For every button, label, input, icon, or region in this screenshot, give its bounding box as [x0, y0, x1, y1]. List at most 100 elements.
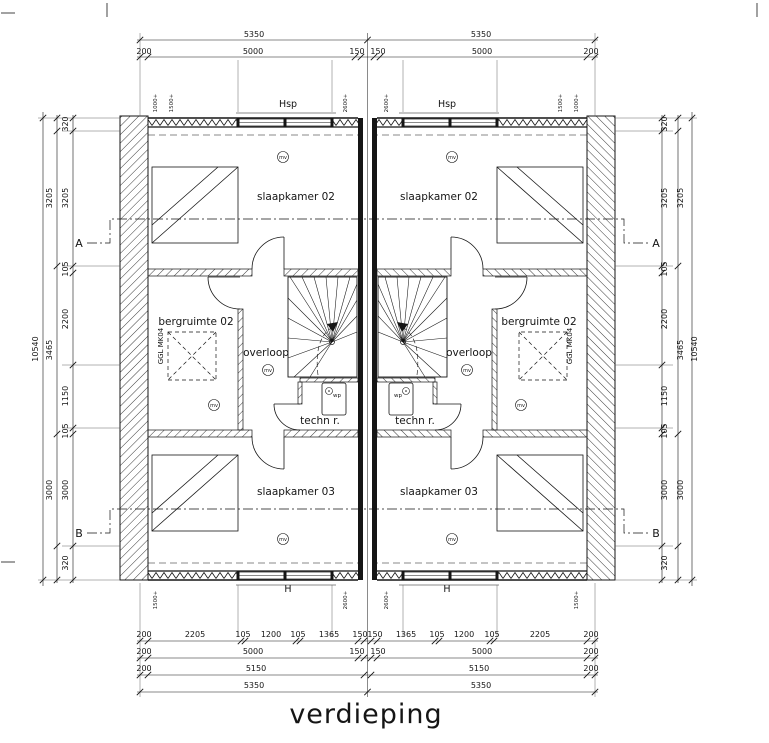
height-label: 1500+ — [558, 93, 564, 112]
dim-label: 3000 — [660, 480, 669, 500]
hsp-label-left: Hsp — [279, 99, 297, 110]
room-label-slaapkamer02-right: slaapkamer 02 — [400, 191, 478, 203]
section-marker-a-right: A — [652, 237, 660, 250]
dim-labels-right: 320 3205 105 2200 1150 105 3000 320 3205… — [660, 116, 699, 570]
dim-label: 320 — [660, 116, 669, 131]
dim-label: 1365 — [396, 630, 416, 639]
room-label-techn-right: techn r. — [395, 415, 435, 427]
dim-label: 1150 — [61, 386, 70, 406]
mv-label: mv — [448, 155, 456, 161]
dim-label: 3000 — [676, 480, 685, 500]
mv-symbol-icon — [446, 533, 458, 545]
dim-label: 150 — [367, 630, 382, 639]
mv-label: mv — [279, 155, 287, 161]
dim-label: 105 — [429, 630, 444, 639]
dim-label: 1200 — [454, 630, 474, 639]
dim-label: 320 — [61, 116, 70, 131]
dim-label: 150 — [349, 647, 364, 656]
dim-label: 105 — [660, 423, 669, 438]
dim-label: 200 — [136, 47, 151, 56]
section-marker-b-right: B — [652, 527, 660, 540]
dim-label: 3000 — [45, 480, 54, 500]
hsp-label-right: Hsp — [438, 99, 456, 110]
dim-label: 3205 — [61, 188, 70, 208]
mv-label: mv — [264, 368, 272, 374]
dim-label: 105 — [484, 630, 499, 639]
dim-label: 3465 — [676, 340, 685, 360]
room-label-bergruimte-right: bergruimte 02 — [501, 316, 576, 328]
mv-symbol-icon — [446, 151, 458, 163]
height-label: 1500+ — [169, 93, 175, 112]
dim-label: 5000 — [472, 647, 492, 656]
dim-label: 2200 — [61, 309, 70, 329]
dim-labels-left: 320 3205 105 2200 1150 105 3000 320 3205… — [31, 116, 70, 570]
height-label: 2600+ — [343, 590, 349, 609]
height-label: 2600+ — [384, 590, 390, 609]
dim-label: 10540 — [690, 336, 699, 361]
mv-label: mv — [279, 537, 287, 543]
dim-label: 105 — [235, 630, 250, 639]
dim-label: 5350 — [471, 30, 491, 39]
room-label-bergruimte-left: bergruimte 02 — [158, 316, 233, 328]
dim-label: 105 — [290, 630, 305, 639]
dim-label: 5350 — [244, 681, 264, 690]
dim-label: 10540 — [31, 336, 40, 361]
dim-label: 150 — [352, 630, 367, 639]
height-labels: 1000+ 1500+ 2600+ 2600+ 1500+ 1000+ 1500… — [153, 93, 580, 609]
section-marker-a-left: A — [75, 237, 83, 250]
mv-symbol-icon — [277, 533, 289, 545]
dim-label: 320 — [61, 555, 70, 570]
section-markers: A A B B — [75, 237, 660, 540]
height-label: 1000+ — [153, 93, 159, 112]
dim-label: 5000 — [243, 647, 263, 656]
drawing-title: verdieping — [289, 699, 442, 730]
dim-label: 1200 — [261, 630, 281, 639]
dim-label: 200 — [136, 647, 151, 656]
mv-label: mv — [448, 537, 456, 543]
mv-symbol-icon — [262, 364, 274, 376]
dim-label: 150 — [370, 647, 385, 656]
dim-label: 5350 — [244, 30, 264, 39]
dim-labels-top: 5350 5350 200 5000 150 150 5000 200 — [136, 30, 598, 56]
section-marker-b-left: B — [75, 527, 83, 540]
room-label-techn-left: techn r. — [300, 415, 340, 427]
dim-label: 320 — [660, 555, 669, 570]
dim-label: 2205 — [530, 630, 550, 639]
room-label-slaapkamer03-left: slaapkamer 03 — [257, 486, 335, 498]
dim-label: 200 — [583, 630, 598, 639]
room-labels: slaapkamer 02 slaapkamer 02 slaapkamer 0… — [157, 99, 577, 595]
height-label: 2600+ — [343, 93, 349, 112]
mv-symbol-icon — [208, 399, 220, 411]
wp-label: wp — [394, 393, 402, 399]
h-label-left: H — [284, 584, 291, 595]
dim-label: 5150 — [469, 664, 489, 673]
dim-label: 200 — [583, 664, 598, 673]
dim-label: 5000 — [472, 47, 492, 56]
dim-label: 200 — [136, 664, 151, 673]
mv-label: mv — [463, 368, 471, 374]
dim-label: 1365 — [319, 630, 339, 639]
unit-right — [371, 112, 616, 586]
h-label-right: H — [443, 584, 450, 595]
dim-label: 200 — [583, 47, 598, 56]
dim-label: 105 — [660, 261, 669, 276]
mv-label: mv — [210, 403, 218, 409]
dim-label: 5000 — [243, 47, 263, 56]
dim-label: 3465 — [45, 340, 54, 360]
dim-label: 200 — [583, 647, 598, 656]
wp-label: wp — [333, 393, 341, 399]
room-label-slaapkamer03-right: slaapkamer 03 — [400, 486, 478, 498]
section-lines — [87, 218, 648, 534]
dim-label: 3205 — [676, 188, 685, 208]
dim-label: 3000 — [61, 480, 70, 500]
height-label: 2600+ — [384, 93, 390, 112]
mv-symbol-icon — [277, 151, 289, 163]
mv-symbols: mv mv mv mv mv mv mv mv — [208, 151, 527, 545]
dim-label: 5350 — [471, 681, 491, 690]
mv-symbol-icon — [515, 399, 527, 411]
dim-label: 3205 — [45, 188, 54, 208]
height-label: 1500+ — [153, 590, 159, 609]
room-label-overloop-left: overloop — [243, 347, 289, 359]
dim-label: 2200 — [660, 309, 669, 329]
